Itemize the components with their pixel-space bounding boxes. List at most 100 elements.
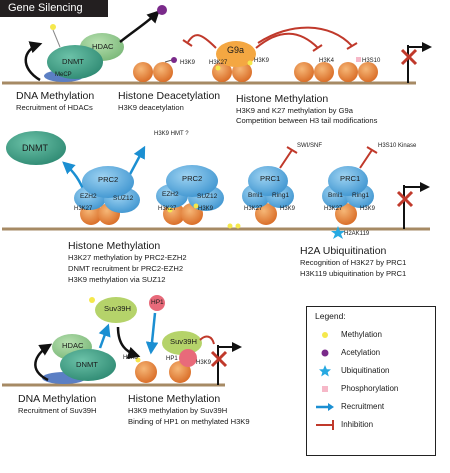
dnmt-protein <box>60 349 116 381</box>
inhibition-bar-icon <box>316 420 334 430</box>
heading-dna-methylation-1: DNA Methylation <box>16 90 95 102</box>
legend-item-label: Phosphorylation <box>341 384 399 393</box>
page-title: Gene Silencing <box>0 0 108 17</box>
ezh2-label: EZH2 <box>80 193 97 200</box>
nucleosome <box>294 62 314 82</box>
suv39h-label: Suv39H <box>170 337 198 346</box>
prc2-label: PRC2 <box>182 174 203 183</box>
sub-h3k119-ubiquitination: H3K119 ubiquitination by PRC1 <box>300 269 407 278</box>
methyl-dot <box>167 207 173 213</box>
prc2-protein <box>82 166 134 198</box>
h3s10-label: H3S10 <box>362 58 381 64</box>
methyl-dot <box>193 203 199 209</box>
sub-recruitment-suv39h: Recruitment of Suv39H <box>18 406 97 415</box>
swisnf-label: SWI/SNF <box>297 143 322 149</box>
h3k9-label: H3K9 <box>254 58 270 64</box>
legend-item: Acetylation <box>315 347 433 359</box>
h3k27-label: H3K27 <box>158 206 177 212</box>
hdac-label: HDAC <box>62 341 84 350</box>
hdac-label: HDAC <box>92 42 114 51</box>
inhibition-arc <box>187 34 217 49</box>
nucleosome <box>153 62 173 82</box>
h3k9-label: H3K9 <box>198 206 214 212</box>
suv39h-protein <box>162 331 202 355</box>
legend: Legend: Methylation Acetylation Ubiquiti… <box>306 306 436 456</box>
sub-recruitment-hdacs: Recruitment of HDACs <box>16 103 93 112</box>
sub-g9a-methylation: H3K9 and K27 methylation by G9a <box>236 106 353 115</box>
sub-suv39h-methylation: H3K9 methylation by Suv39H <box>128 406 228 415</box>
prc2-label: PRC2 <box>98 175 119 184</box>
ubiquitin-star <box>331 226 345 239</box>
legend-title: Legend: <box>315 311 346 321</box>
recruit-curve-arrow <box>34 343 53 382</box>
legend-item: Phosphorylation <box>315 383 433 395</box>
legend-item-label: Inhibition <box>341 420 374 429</box>
dnmt-label: DNMT <box>22 143 48 153</box>
nucleosome <box>232 62 252 82</box>
mecp-label: MeCP <box>55 72 72 78</box>
methyl-dot <box>247 60 253 66</box>
legend-item-label: Methylation <box>341 330 382 339</box>
h3k4-label: H3K4 <box>319 58 335 64</box>
kinase-label: H3S10 Kinase <box>378 143 417 149</box>
heading-histone-methylation-1: Histone Methylation <box>236 93 329 105</box>
methylation-dot-icon <box>322 332 328 338</box>
h2ak119-label: H2AK119 <box>344 231 370 237</box>
prc1-protein <box>248 166 288 196</box>
legend-item: Ubiquitination <box>315 365 433 377</box>
nucleosome <box>255 203 277 225</box>
methyl-dot <box>235 223 241 229</box>
hp1-arrow <box>145 312 159 355</box>
acetyl-dot <box>171 57 177 63</box>
hp1-protein <box>149 295 165 311</box>
dnmt-label: DNMT <box>62 57 84 66</box>
hp1-label: HP1 <box>166 356 178 362</box>
inhibition-arc <box>255 32 319 49</box>
sub-h3k9-deacetylation: H3K9 deacetylation <box>118 103 184 112</box>
methyl-dot <box>215 65 221 71</box>
heading-histone-methylation-2: Histone Methylation <box>68 240 161 252</box>
sub-suz12: H3K9 methylation via SUZ12 <box>68 275 166 284</box>
legend-item-label: Recruitment <box>341 402 385 411</box>
hp1-label: HP1 <box>151 299 164 306</box>
heading-histone-deacetylation: Histone Deacetylation <box>118 90 221 102</box>
recruit-curve-arrow <box>24 41 43 82</box>
methyl-dot <box>227 223 233 229</box>
h3k9-label: H3K9 <box>196 360 212 366</box>
legend-item: Inhibition <box>315 419 433 431</box>
inhibition-line <box>279 149 293 169</box>
prc2-protein <box>166 165 218 197</box>
hmt-label: H3K9 HMT ? <box>154 131 189 137</box>
prc1-label: PRC1 <box>340 174 361 183</box>
methyl-dot <box>89 297 95 303</box>
prc1-protein <box>328 166 368 196</box>
legend-item: Recruitment <box>315 401 433 413</box>
ezh2-label: EZH2 <box>162 191 179 198</box>
ubiquitination-star-icon <box>319 365 331 377</box>
h3k9-label: H3K9 <box>360 206 376 212</box>
prc1-label: PRC1 <box>260 174 281 183</box>
dnmt-protein <box>47 45 103 79</box>
nucleosome <box>314 62 334 82</box>
inhibition-line <box>359 149 373 169</box>
legend-item-label: Acetylation <box>341 348 381 357</box>
h3k9-label: H3K9 <box>123 355 139 361</box>
h3k27-label: H3K27 <box>244 206 263 212</box>
bmi1-label: Bmi1 <box>248 192 263 199</box>
dnmt-label: DNMT <box>76 360 98 369</box>
g9a-protein <box>216 41 256 67</box>
hdac-to-acetyl-arrow <box>119 10 160 43</box>
nucleosome <box>135 361 157 383</box>
nucleosome <box>338 62 358 82</box>
phosphorylation-square-icon <box>322 386 328 392</box>
g9a-label: G9a <box>227 45 245 55</box>
phospho-square <box>356 57 361 62</box>
heading-histone-methylation-3: Histone Methylation <box>128 393 221 405</box>
suz12-label: SUZ12 <box>113 195 134 202</box>
suv39h-protein <box>95 297 137 323</box>
methyl-dot <box>135 357 141 363</box>
acetylation-dot-icon <box>321 349 329 357</box>
sub-dnmt-recruitment: DNMT recruitment br PRC2-EZH2 <box>68 264 184 273</box>
sub-hp1-binding: Binding of HP1 on methylated H3K9 <box>128 417 250 426</box>
